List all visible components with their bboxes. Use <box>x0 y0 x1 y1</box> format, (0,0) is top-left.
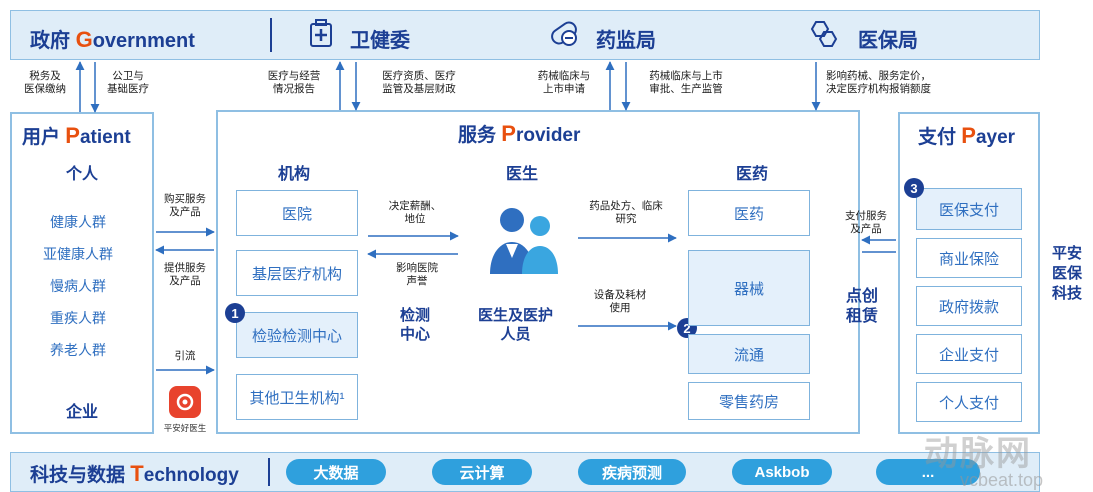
flow-drug-trial-label: 药械临床与 上市申请 <box>537 70 591 95</box>
patient-title: 用户 Patient <box>22 123 131 148</box>
agency-health-commission: 卫健委 <box>350 30 410 52</box>
flow-prescription-label: 药品处方、临床 研究 <box>589 200 663 225</box>
payer-personal-payment: 个人支付 <box>916 382 1022 422</box>
payer-title: 支付 Payer <box>918 123 1016 148</box>
payer-commercial-insurance: 商业保险 <box>916 238 1022 278</box>
app-name-label: 平安好医生 <box>163 423 207 433</box>
patient-group-2: 亚健康人群 <box>43 246 113 262</box>
app-logo-icon <box>169 386 201 418</box>
pharma-medicine: 医药 <box>688 190 810 236</box>
provider-col-doctor: 医生 <box>506 166 539 183</box>
institution-primary-care: 基层医疗机构 <box>236 250 358 296</box>
flow-public-health-label: 公卫与 基础医疗 <box>107 70 149 95</box>
payer-enterprise-payment: 企业支付 <box>916 334 1022 374</box>
flow-drug-approval-label: 药械临床与上市 审批、生产监管 <box>649 70 723 95</box>
innovation-lease-label: 点创 租赁 <box>846 288 879 325</box>
pharma-devices: 器械 <box>688 250 810 326</box>
agency-drug-administration: 药监局 <box>596 30 656 52</box>
patient-individual-label: 个人 <box>66 166 99 183</box>
patient-group-1: 健康人群 <box>50 214 106 230</box>
patient-group-3: 慢病人群 <box>50 278 106 294</box>
patient-panel <box>10 112 154 434</box>
flow-qualification-label: 医疗资质、医疗 监管及基层财政 <box>382 70 456 95</box>
payer-government-funding: 政府拨款 <box>916 286 1022 326</box>
watermark-url: vcbeat.top <box>960 470 1044 490</box>
health-bureau-icon <box>308 18 334 48</box>
doctors-icon <box>484 198 564 278</box>
flow-pricing-label: 影响药械、服务定价， 决定医疗机构报销额度 <box>826 70 931 95</box>
payer-medical-insurance: 医保支付 <box>916 188 1022 230</box>
tech-pill-cloud: 云计算 <box>432 459 532 485</box>
flow-reputation-label: 影响医院 声誉 <box>396 262 438 287</box>
watermark-logo: 动脉网 <box>924 435 1032 473</box>
provider-col-pharma: 医药 <box>736 166 769 183</box>
badge-3: 3 <box>904 178 924 198</box>
flow-decide-salary-label: 决定薪酬、 地位 <box>388 200 442 225</box>
flow-equipment-label: 设备及耗材 使用 <box>593 289 647 314</box>
institution-hospital: 医院 <box>236 190 358 236</box>
drug-admin-icon <box>548 20 580 48</box>
badge-1: 1 <box>225 303 245 323</box>
gov-divider <box>270 18 272 52</box>
technology-title: 科技与数据 Technology <box>30 461 239 486</box>
agency-medical-insurance: 医保局 <box>858 30 918 52</box>
tech-divider <box>268 458 270 486</box>
inspection-center-label: 检测 中心 <box>400 307 431 343</box>
flow-provide-label: 提供服务 及产品 <box>164 262 206 287</box>
government-bar <box>10 10 1040 60</box>
doctor-label: 医生及医护 人员 <box>478 307 554 343</box>
pharma-retail-pharmacy: 零售药房 <box>688 382 810 420</box>
brand-label: 平安 医保 科技 <box>1052 245 1083 302</box>
tech-pill-big-data: 大数据 <box>286 459 386 485</box>
provider-col-institution: 机构 <box>278 166 311 183</box>
government-title: 政府 Government <box>30 27 195 52</box>
patient-enterprise-label: 企业 <box>66 404 99 421</box>
institution-lab-center: 检验检测中心 <box>236 312 358 358</box>
flow-pay-services-label: 支付服务 及产品 <box>845 210 887 235</box>
institution-other: 其他卫生机构¹ <box>236 374 358 420</box>
flow-guide-label: 引流 <box>174 350 196 362</box>
flow-buy-label: 购买服务 及产品 <box>164 193 206 218</box>
tech-pill-more: ... <box>876 459 980 485</box>
patient-group-4: 重疾人群 <box>50 310 106 326</box>
tech-pill-askbob: Askbob <box>732 459 832 485</box>
flow-reports-label: 医疗与经营 情况报告 <box>267 70 321 95</box>
pharma-distribution: 流通 <box>688 334 810 374</box>
tech-pill-disease-prediction: 疾病预测 <box>578 459 686 485</box>
provider-title: 服务 Provider <box>458 121 581 146</box>
flow-tax-label: 税务及 医保缴纳 <box>24 70 66 95</box>
patient-group-5: 养老人群 <box>50 342 106 358</box>
medical-insurance-icon <box>808 18 840 50</box>
